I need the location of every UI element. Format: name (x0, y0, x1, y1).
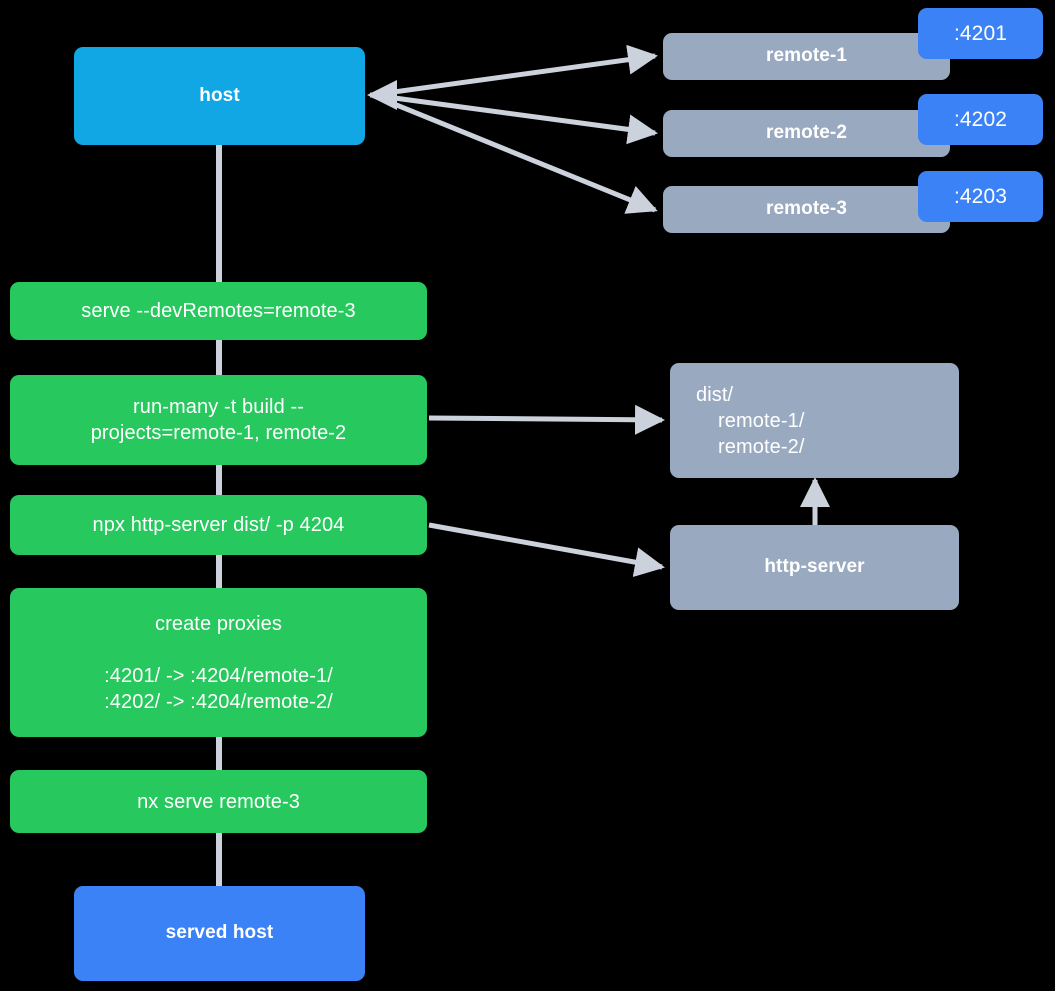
node-dist-line-remote-2: remote-2/ (718, 435, 805, 458)
edge-runmany-to-dist (428, 404, 665, 435)
node-dist-line-remote-1: remote-1/ (718, 409, 805, 432)
node-command-run-many-line2: projects=remote-1, remote-2 (90, 422, 347, 444)
node-command-create-proxies-title: create proxies (154, 612, 282, 635)
node-remote-2-label: remote-2 (765, 122, 848, 144)
node-dist-folder[interactable]: dist/ remote-1/ remote-2/ (670, 363, 959, 478)
node-command-create-proxies[interactable]: create proxies :4201/ -> :4204/remote-1/… (10, 588, 427, 737)
port-badge-remote-1[interactable]: :4201 (918, 8, 1043, 59)
node-remote-2[interactable]: remote-2 (663, 110, 950, 157)
node-host[interactable]: host (74, 47, 365, 145)
node-http-server-label: http-server (764, 556, 865, 578)
node-command-create-proxies-mappings: :4201/ -> :4204/remote-1/ :4202/ -> :420… (104, 663, 333, 715)
node-http-server[interactable]: http-server (670, 525, 959, 610)
node-served-host-label: served host (165, 922, 274, 944)
node-command-run-many-line1: run-many -t build -- (133, 396, 304, 418)
node-dist-line-root: dist/ (696, 383, 734, 406)
edge-npx-to-httpserver (428, 522, 665, 577)
edge-host-to-remote-3 (371, 92, 658, 214)
node-command-npx-http-server[interactable]: npx http-server dist/ -p 4204 (10, 495, 427, 555)
port-badge-remote-3-label: :4203 (953, 184, 1008, 208)
port-badge-remote-3[interactable]: :4203 (918, 171, 1043, 222)
port-badge-remote-2[interactable]: :4202 (918, 94, 1043, 145)
node-host-label: host (199, 84, 240, 106)
port-badge-remote-1-label: :4201 (953, 21, 1008, 45)
node-remote-1[interactable]: remote-1 (663, 33, 950, 80)
edge-host-to-remote-1 (371, 44, 658, 98)
port-badge-remote-2-label: :4202 (953, 107, 1008, 131)
node-remote-3-label: remote-3 (765, 198, 848, 220)
proxy-mapping-1: :4201/ -> :4204/remote-1/ (104, 664, 333, 687)
node-remote-3[interactable]: remote-3 (663, 186, 950, 233)
edge-host-to-remote-2 (371, 92, 658, 145)
node-command-nx-serve-remote-3-label: nx serve remote-3 (137, 790, 300, 813)
node-remote-1-label: remote-1 (765, 45, 848, 67)
node-served-host[interactable]: served host (74, 886, 365, 981)
node-command-run-many[interactable]: run-many -t build -- projects=remote-1, … (10, 375, 427, 465)
node-command-serve-devremotes[interactable]: serve --devRemotes=remote-3 (10, 282, 427, 340)
proxy-mapping-2: :4202/ -> :4204/remote-2/ (104, 690, 333, 713)
node-command-serve-devremotes-label: serve --devRemotes=remote-3 (81, 300, 356, 322)
node-command-nx-serve-remote-3[interactable]: nx serve remote-3 (10, 770, 427, 833)
node-command-npx-http-server-label: npx http-server dist/ -p 4204 (92, 514, 345, 536)
